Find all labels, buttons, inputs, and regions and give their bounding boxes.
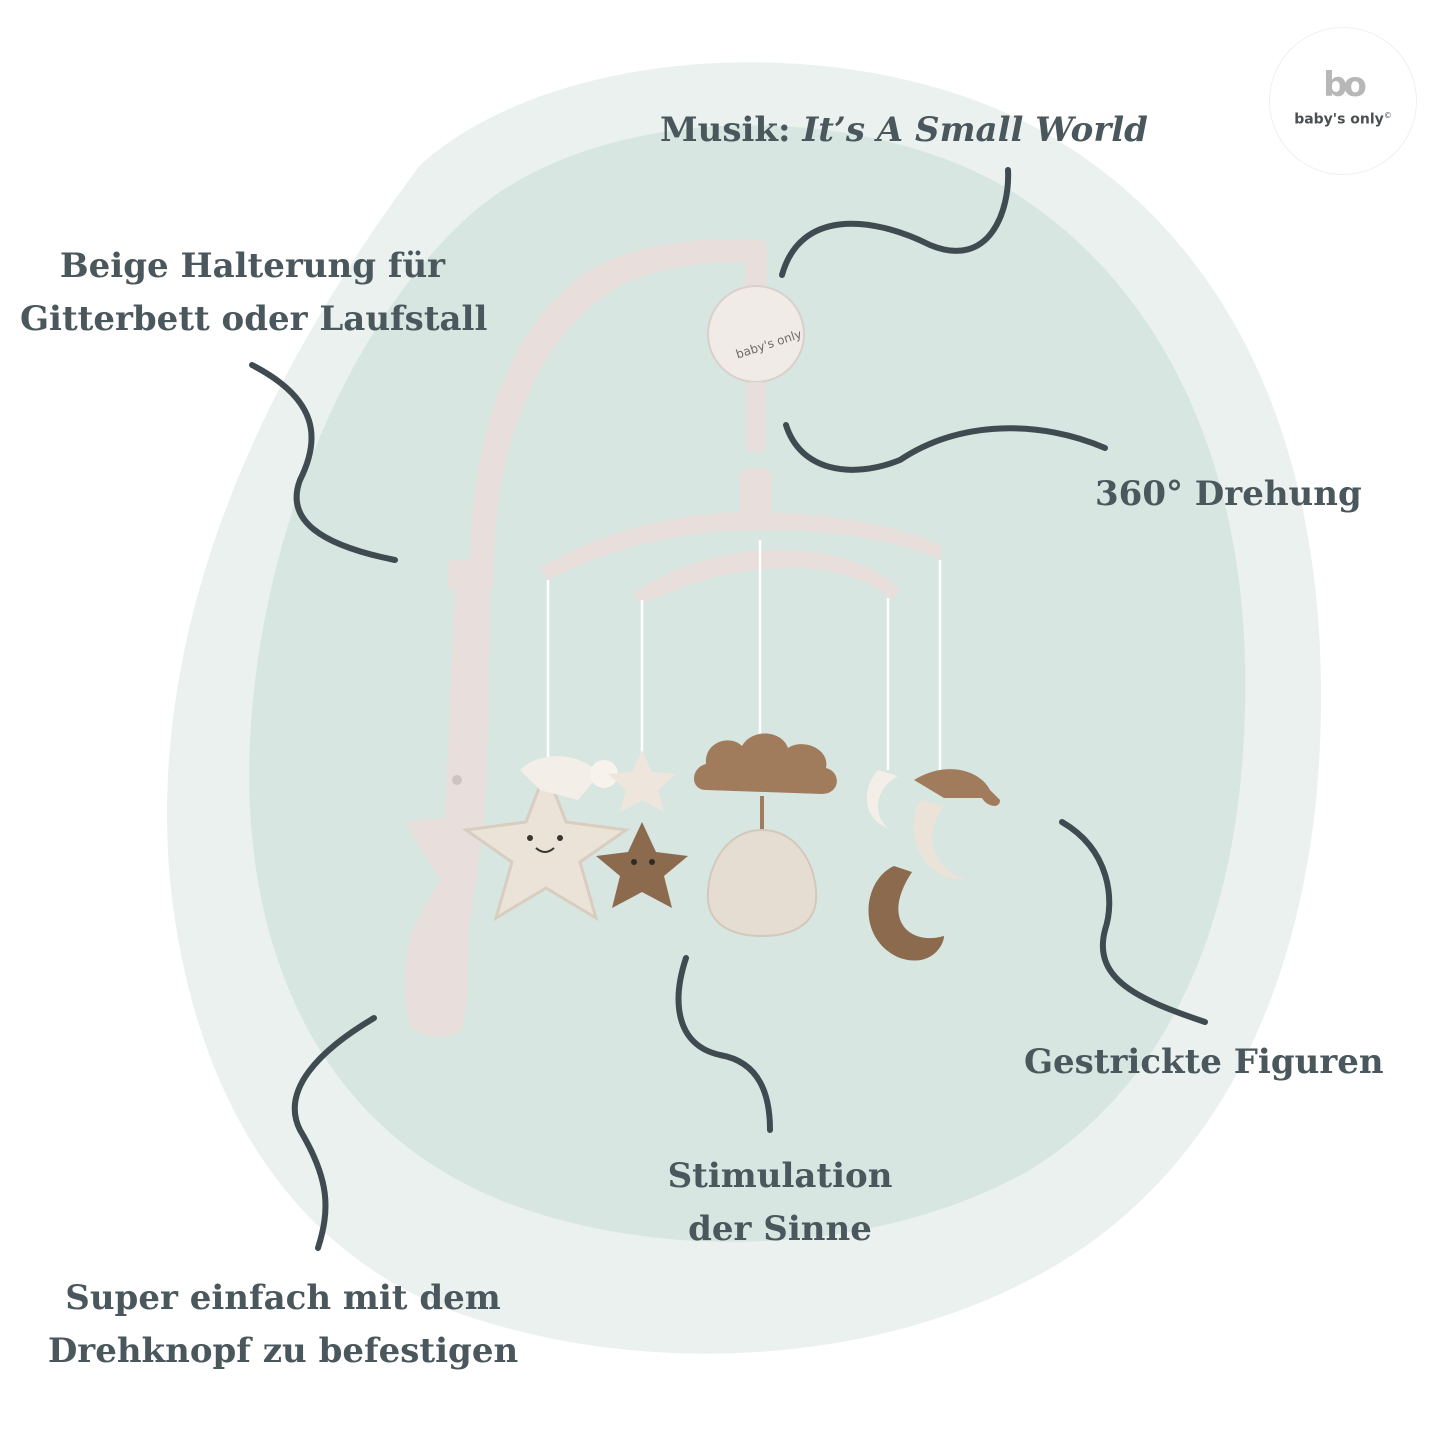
label-music-prefix: Musik: <box>660 110 791 150</box>
big-star-plush-icon <box>461 756 631 922</box>
label-mount: Super einfach mit dem Drehknopf zu befes… <box>46 1272 520 1377</box>
label-rotation: 360° Drehung <box>1095 468 1362 521</box>
brand-logo: bo baby's only© <box>1270 28 1416 174</box>
label-senses: Stimulation der Sinne <box>665 1150 895 1255</box>
logo-word: baby's only <box>1294 111 1384 128</box>
logo-wordmark: baby's only© <box>1270 112 1416 127</box>
ball-plush-icon <box>706 796 818 938</box>
moon-plush-icon <box>866 769 1000 961</box>
connector-holder <box>249 362 398 563</box>
label-figures-text: Gestrickte Figuren <box>1024 1042 1384 1082</box>
label-music: Musik: It’s A Small World <box>660 104 1148 157</box>
label-senses-line1: Stimulation <box>667 1156 893 1196</box>
label-figures: Gestrickte Figuren <box>1024 1036 1384 1089</box>
label-music-title: It’s A Small World <box>802 110 1148 150</box>
label-holder: Beige Halterung für Gitterbett oder Lauf… <box>20 240 488 345</box>
music-box: baby's only <box>707 240 805 524</box>
logo-mark: bo <box>1323 65 1367 105</box>
label-holder-line1: Beige Halterung für <box>59 246 446 286</box>
label-rotation-text: 360° Drehung <box>1095 474 1362 514</box>
small-star-plush-icon <box>596 750 688 908</box>
mobile-arm <box>404 239 752 1037</box>
label-holder-line2: Gitterbett oder Laufstall <box>20 298 488 339</box>
connector-senses <box>675 955 773 1133</box>
connector-music <box>779 167 1012 278</box>
cloud-plush-icon <box>694 733 837 794</box>
connector-rotation <box>783 422 1108 473</box>
connector-figures <box>1059 819 1208 1025</box>
label-senses-line2: der Sinne <box>688 1208 872 1249</box>
hanger-bars <box>540 511 942 604</box>
label-mount-line1: Super einfach mit dem <box>65 1278 501 1318</box>
label-mount-line2: Drehknopf zu befestigen <box>47 1330 519 1371</box>
connector-mount <box>291 1015 377 1251</box>
hanging-strings <box>546 540 942 770</box>
logo-reg: © <box>1383 111 1392 120</box>
connector-lines <box>249 167 1208 1251</box>
